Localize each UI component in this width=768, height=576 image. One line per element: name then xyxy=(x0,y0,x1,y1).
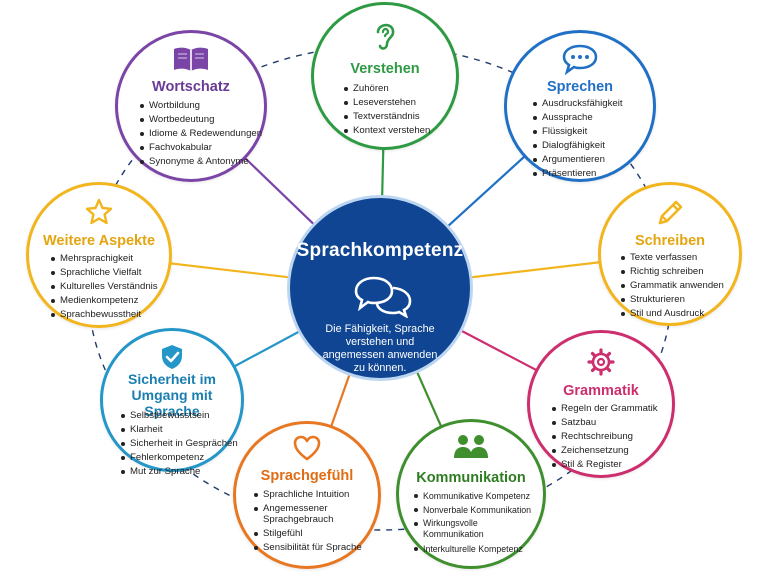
shield-check-icon xyxy=(103,343,241,376)
list-item: Präsentieren xyxy=(533,167,623,181)
item-list: Mehrsprachigkeit Sprachliche Vielfalt Ku… xyxy=(51,252,158,322)
list-item: Wortbildung xyxy=(140,99,262,113)
item-list: Zuhören Leseverstehen Textverständnis Ko… xyxy=(344,82,430,138)
node-title: Sprachgefühl xyxy=(260,468,354,484)
list-item: Texte verfassen xyxy=(621,251,724,265)
list-item: Mut zur Sprache xyxy=(121,465,238,479)
list-item: Sensibilität für Sprache xyxy=(254,541,372,555)
star-icon xyxy=(29,197,169,232)
node-sicherheit: Sicherheit im Umgang mit Sprache Selbstb… xyxy=(100,328,244,477)
list-item: Wirkungsvolle Kommunikation xyxy=(414,517,503,542)
list-item: Sicherheit in Gesprächen xyxy=(121,437,238,451)
list-item: Synonyme & Antonyme xyxy=(140,155,262,169)
list-item: Sprachbewusstheit xyxy=(51,308,158,322)
node-grammatik: Grammatik Regeln der Grammatik Satzbau R… xyxy=(527,330,675,478)
list-item: Medienkompetenz xyxy=(51,294,158,308)
node-kommunikation: Kommunikation Kommunikative Kompetenz No… xyxy=(396,419,546,569)
list-item: Ausdrucksfähigkeit xyxy=(533,97,623,111)
central-description: Die Fähigkeit, Sprache verstehen und ang… xyxy=(322,323,438,374)
list-item: Sprachliche Intuition xyxy=(254,488,372,502)
node-verstehen: Verstehen Zuhören Leseverstehen Textvers… xyxy=(311,2,459,150)
gear-icon xyxy=(530,347,672,382)
list-item: Sprachliche Vielfalt xyxy=(51,266,158,280)
list-item: Idiome & Redewendungen xyxy=(140,127,262,141)
node-title: Schreiben xyxy=(634,233,706,249)
node-weitere-aspekte: Weitere Aspekte Mehrsprachigkeit Sprachl… xyxy=(26,182,172,328)
list-item: Dialogfähigkeit xyxy=(533,139,623,153)
list-item: Nonverbale Kommunikation xyxy=(414,503,538,517)
ear-icon xyxy=(314,19,456,58)
node-title: Sicherheit im Umgang mit Sprache xyxy=(128,371,216,419)
list-item: Strukturieren xyxy=(621,293,724,307)
item-list: Ausdrucksfähigkeit Aussprache Flüssigkei… xyxy=(533,97,623,181)
item-list: Texte verfassen Richtig schreiben Gramma… xyxy=(621,251,724,321)
list-item: Fachvokabular xyxy=(140,141,262,155)
list-item: Stil und Ausdruck xyxy=(621,307,724,321)
node-title: Wortschatz xyxy=(152,79,230,95)
speech-bubble-icon xyxy=(507,43,653,80)
speech-bubbles-icon xyxy=(352,274,414,323)
list-item: Kontext verstehen xyxy=(344,124,430,138)
list-item: Flüssigkeit xyxy=(533,125,623,139)
list-item: Aussprache xyxy=(533,111,623,125)
node-sprachgefuehl: Sprachgefühl Sprachliche Intuition Angem… xyxy=(233,421,381,569)
node-title: Kommunikation xyxy=(416,470,526,486)
heart-icon xyxy=(236,434,378,467)
book-icon xyxy=(118,45,264,78)
item-list: Kommunikative Kompetenz Nonverbale Kommu… xyxy=(414,489,538,556)
pencil-icon xyxy=(601,197,739,234)
list-item: Regeln der Grammatik xyxy=(552,402,658,416)
list-item: Wortbedeutung xyxy=(140,113,262,127)
list-item: Klarheit xyxy=(121,423,238,437)
list-item: Rechtschreibung xyxy=(552,430,658,444)
node-title: Sprechen xyxy=(546,79,614,95)
list-item: Mehrsprachigkeit xyxy=(51,252,158,266)
list-item: Interkulturelle Kompetenz xyxy=(414,542,538,556)
item-list: Selbstbewusstsein Klarheit Sicherheit in… xyxy=(121,409,238,479)
list-item: Grammatik anwenden xyxy=(621,279,724,293)
list-item: Kulturelles Verständnis xyxy=(51,280,158,294)
central-title: Sprachkompetenz xyxy=(296,240,464,261)
item-list: Regeln der Grammatik Satzbau Rechtschrei… xyxy=(552,402,658,472)
node-schreiben: Schreiben Texte verfassen Richtig schrei… xyxy=(598,182,742,326)
list-item: Angemessener Sprachgebrauch xyxy=(254,502,345,527)
item-list: Sprachliche Intuition Angemessener Sprac… xyxy=(254,488,372,555)
list-item: Fehlerkompetenz xyxy=(121,451,238,465)
node-title: Grammatik xyxy=(563,383,639,399)
list-item: Argumentieren xyxy=(533,153,623,167)
list-item: Zeichensetzung xyxy=(552,444,658,458)
item-list: Wortbildung Wortbedeutung Idiome & Redew… xyxy=(140,99,262,169)
node-title: Verstehen xyxy=(350,61,420,77)
node-title: Weitere Aspekte xyxy=(42,233,156,249)
node-wortschatz: Wortschatz Wortbildung Wortbedeutung Idi… xyxy=(115,30,267,182)
list-item: Selbstbewusstsein xyxy=(121,409,238,423)
list-item: Satzbau xyxy=(552,416,658,430)
list-item: Leseverstehen xyxy=(344,96,430,110)
list-item: Textverständnis xyxy=(344,110,430,124)
list-item: Kommunikative Kompetenz xyxy=(414,489,538,503)
list-item: Stil & Register xyxy=(552,458,658,472)
list-item: Zuhören xyxy=(344,82,430,96)
node-sprechen: Sprechen Ausdrucksfähigkeit Aussprache F… xyxy=(504,30,656,182)
central-node: Sprachkompetenz Die Fähigkeit, Sprache v… xyxy=(287,195,473,381)
list-item: Stilgefühl xyxy=(254,527,372,541)
people-icon xyxy=(399,432,543,465)
list-item: Richtig schreiben xyxy=(621,265,724,279)
